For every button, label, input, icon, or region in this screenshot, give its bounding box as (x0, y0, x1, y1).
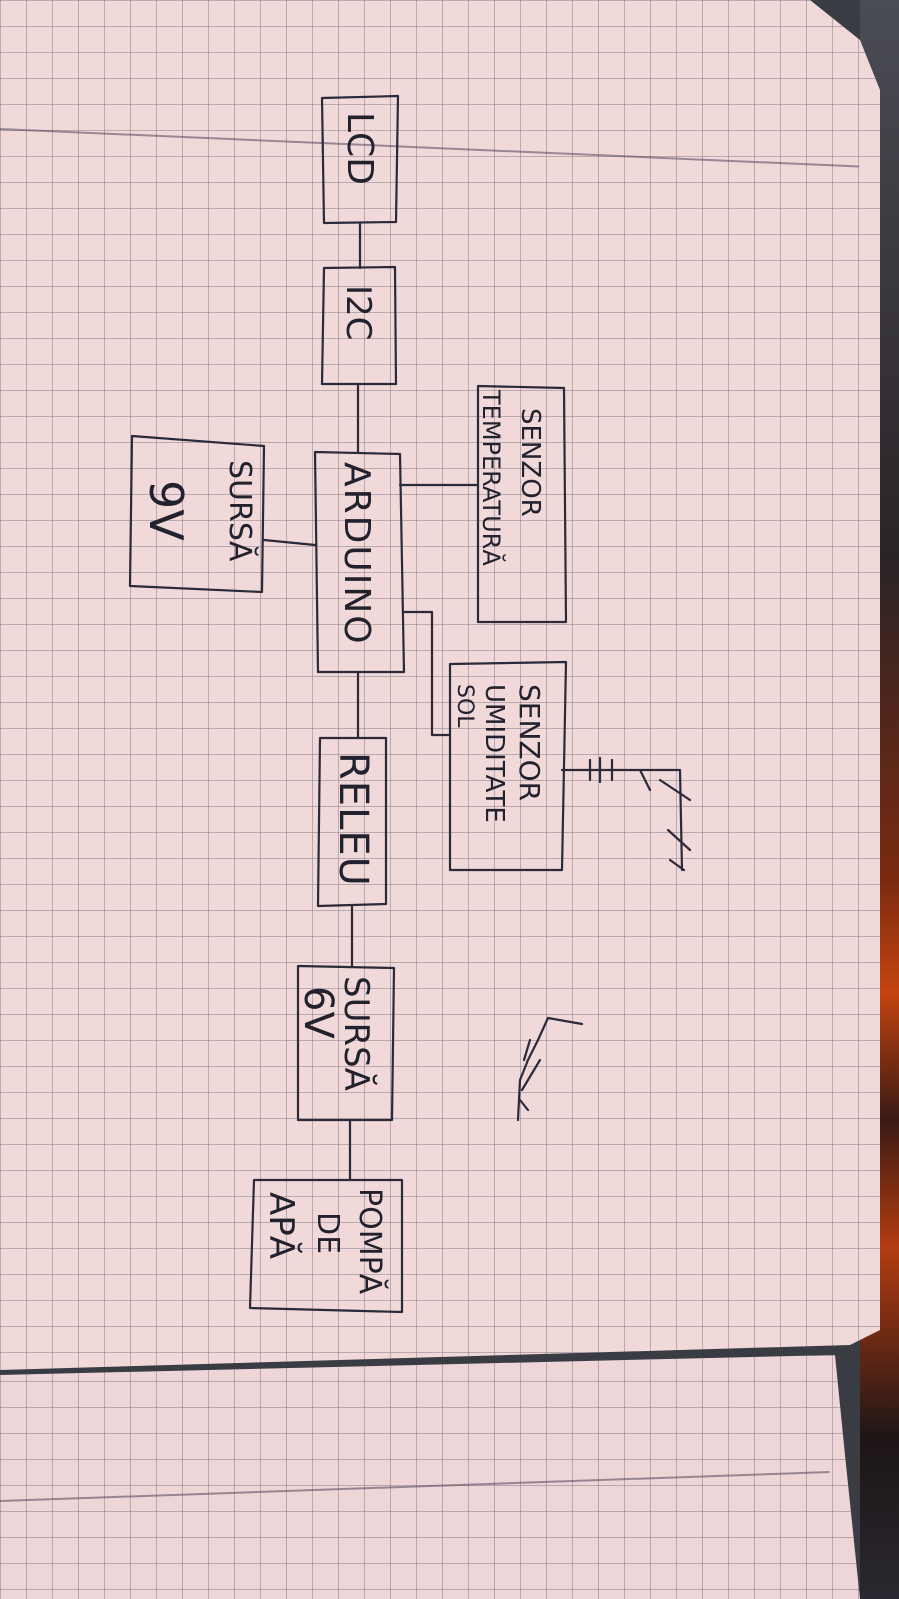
pump-label-line1: POMPĂ (352, 1188, 389, 1295)
supply-9v-label-line1: SURSĂ (222, 460, 259, 562)
relay-block: RELEU (316, 736, 388, 908)
wire-arduino-soil-sensor (402, 610, 452, 737)
supply-6v-block: SURSĂ 6V (295, 964, 396, 1122)
soil-moisture-label-line2: UMIDITATE (479, 684, 509, 823)
i2c-label: I2C (338, 285, 378, 340)
pump-label-line2: DE (310, 1212, 345, 1254)
plant-sketch (516, 1016, 584, 1122)
soil-moisture-label-line3: SOL (452, 684, 477, 728)
lcd-label: LCD (339, 112, 380, 185)
arduino-block: ARDUINO (313, 450, 406, 674)
wire-arduino-supply-9v (262, 538, 317, 547)
supply-6v-label-line1: SURSĂ (336, 976, 377, 1091)
arduino-label: ARDUINO (336, 462, 377, 646)
soil-moisture-label-line1: SENZOR (513, 684, 546, 801)
pump-label-line3: APĂ (261, 1192, 302, 1259)
supply-9v-block: SURSĂ 9V (128, 434, 266, 594)
notebook-page-bottom (0, 1355, 860, 1599)
temperature-sensor-label-line1: SENZOR (515, 408, 545, 517)
notebook-page-top (0, 0, 880, 1370)
temperature-sensor-block: SENZOR TEMPERATURĂ (476, 384, 568, 624)
temperature-sensor-label-line2: TEMPERATURĂ (477, 389, 507, 566)
supply-6v-label-line2: 6V (295, 986, 341, 1039)
supply-9v-label-line2: 9V (139, 480, 193, 541)
water-pump-block: POMPĂ DE APĂ (248, 1178, 404, 1314)
soil-probe-sketch (560, 756, 692, 872)
i2c-block: I2C (320, 265, 398, 386)
relay-label: RELEU (330, 752, 376, 887)
soil-moisture-sensor-block: SENZOR UMIDITATE SOL (448, 660, 568, 872)
lcd-block: LCD (320, 94, 400, 225)
